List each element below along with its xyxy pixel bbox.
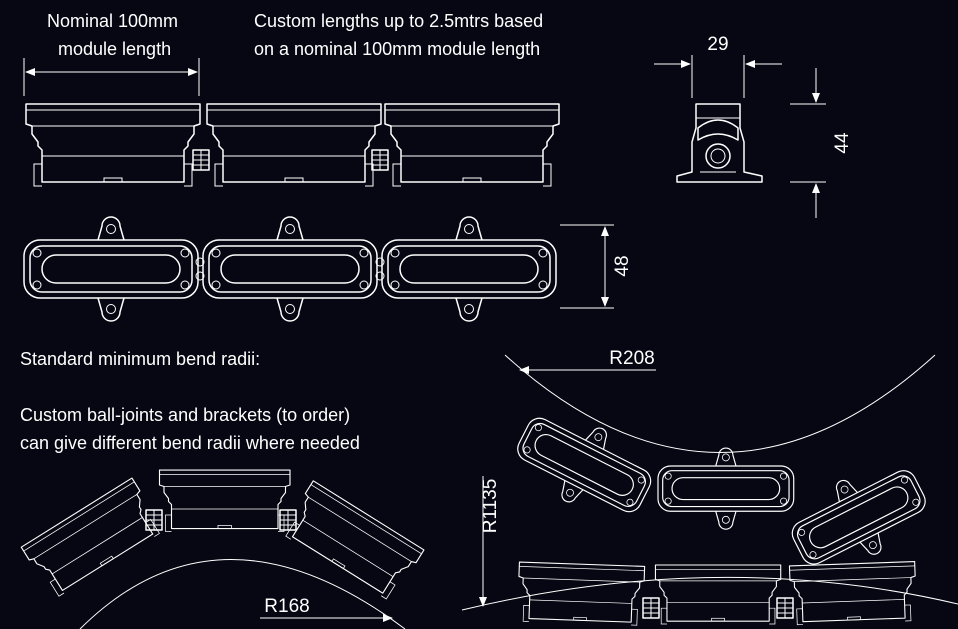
bent-top-view: R208	[504, 348, 939, 585]
height-dimension: 44	[790, 68, 853, 218]
depth-dimension-label: 48	[612, 255, 633, 276]
end-view-profile	[676, 103, 763, 183]
bend-radii-heading: Standard minimum bend radii:	[20, 349, 261, 369]
custom-lengths-note-line1: Custom lengths up to 2.5mtrs based	[254, 11, 544, 31]
custom-lengths-note-line2: on a nominal 100mm module length	[254, 39, 541, 59]
width-dimension-label: 29	[707, 34, 728, 55]
depth-dimension: 48	[560, 224, 633, 309]
bent-side-view-large-radius: R1135	[461, 476, 958, 626]
top-view-module-row	[23, 216, 557, 322]
radius-top-view-label: R208	[609, 348, 654, 369]
custom-joints-note-line1: Custom ball-joints and brackets (to orde…	[20, 405, 351, 425]
side-view-module-row	[25, 103, 560, 187]
height-dimension-label: 44	[832, 132, 853, 154]
radius-side-view-large-label: R1135	[480, 479, 501, 534]
custom-joints-note-line2: can give different bend radii where need…	[20, 433, 360, 453]
module-length-note-line1: Nominal 100mm	[47, 11, 179, 31]
module-length-dimension	[23, 58, 200, 96]
width-dimension: 29	[654, 34, 782, 98]
radius-side-view-small-label: R168	[264, 596, 309, 617]
bent-side-view-small-radius: R168	[20, 469, 425, 629]
module-length-note-line2: module length	[58, 39, 172, 59]
